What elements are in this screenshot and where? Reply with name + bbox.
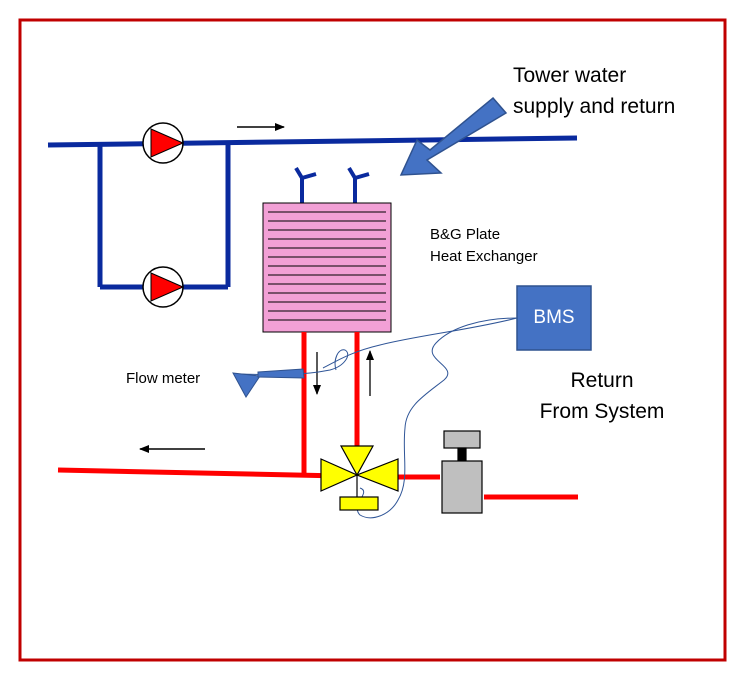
heat-exchanger-label: B&G Plate Heat Exchanger (430, 226, 538, 265)
heat-exchanger (262, 202, 392, 333)
bms-box (516, 285, 592, 351)
return-from-system-label: Return From System (539, 369, 665, 423)
diagram-frame (18, 18, 727, 662)
flow-meter-label: Flow meter (126, 370, 201, 387)
pump-icon (142, 266, 185, 308)
tower-water-label: Tower water supply and return (513, 64, 676, 118)
system-piping (57, 332, 578, 500)
flow-meter-icon (232, 368, 305, 398)
heat-exchanger-nozzle-icon (294, 166, 370, 203)
bms-label: BMS (533, 307, 575, 328)
valve-actuator-icon (441, 430, 483, 514)
pump-icon (142, 122, 185, 164)
callout-arrow-icon (399, 96, 508, 176)
three-way-valve-icon (320, 445, 399, 511)
